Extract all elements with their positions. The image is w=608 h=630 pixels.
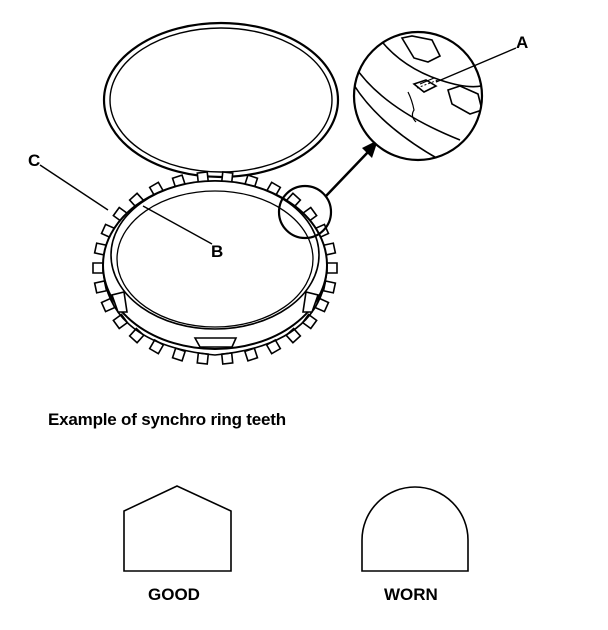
detail-circle-small [277, 184, 333, 240]
good-tooth-shape [123, 485, 232, 572]
leader-c [39, 164, 109, 211]
synchro-ring [92, 171, 338, 365]
worn-tooth-shape [361, 486, 469, 572]
leader-b [142, 205, 213, 245]
good-label: GOOD [148, 585, 200, 604]
callout-a: A [516, 33, 528, 52]
leader-lines [39, 47, 517, 245]
seal-ring [102, 21, 340, 179]
ring-tooth [92, 262, 104, 274]
ring-tooth [326, 262, 338, 274]
section-heading: Example of synchro ring teeth [48, 410, 286, 429]
detail-circle-large [352, 30, 484, 162]
worn-label: WORN [384, 585, 438, 604]
magnify-arrow [325, 140, 378, 197]
callout-b: B [211, 242, 223, 261]
leader-a [435, 47, 517, 83]
callout-c: C [28, 151, 40, 170]
